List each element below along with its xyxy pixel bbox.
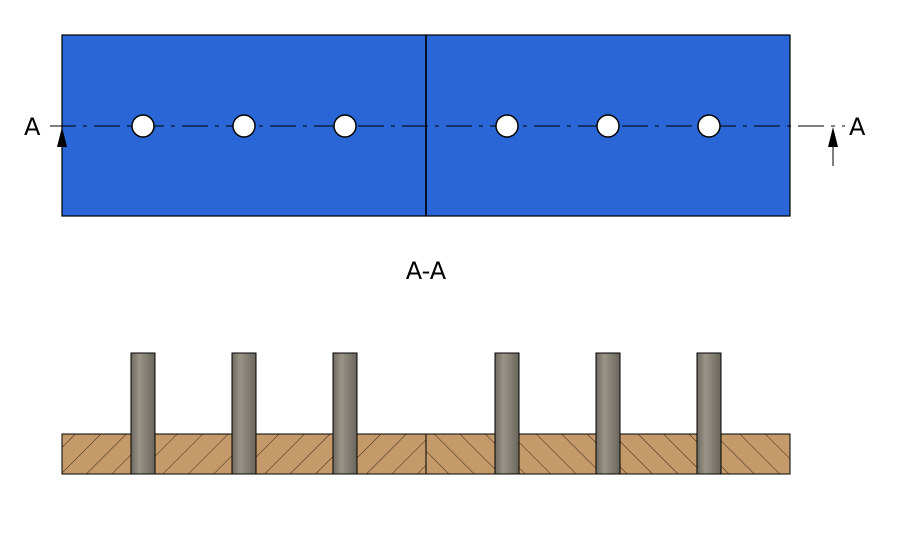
section-marker-right: A — [849, 113, 866, 141]
pin — [696, 352, 722, 475]
holes — [131, 114, 721, 138]
hole — [697, 114, 721, 138]
hole — [596, 114, 620, 138]
hole — [232, 114, 256, 138]
pins — [130, 352, 722, 475]
section-title: A-A — [406, 257, 447, 285]
hole — [495, 114, 519, 138]
pin — [494, 352, 520, 475]
pin — [231, 352, 257, 475]
pin — [595, 352, 621, 475]
hole — [333, 114, 357, 138]
section-marker-left: A — [24, 113, 41, 141]
section-arrow-up-icon — [828, 127, 838, 166]
top-view: A A — [24, 34, 866, 217]
pin — [332, 352, 358, 475]
section-view — [61, 352, 791, 475]
pin — [130, 352, 156, 475]
section-arrow-up-icon — [57, 127, 67, 166]
hole — [131, 114, 155, 138]
